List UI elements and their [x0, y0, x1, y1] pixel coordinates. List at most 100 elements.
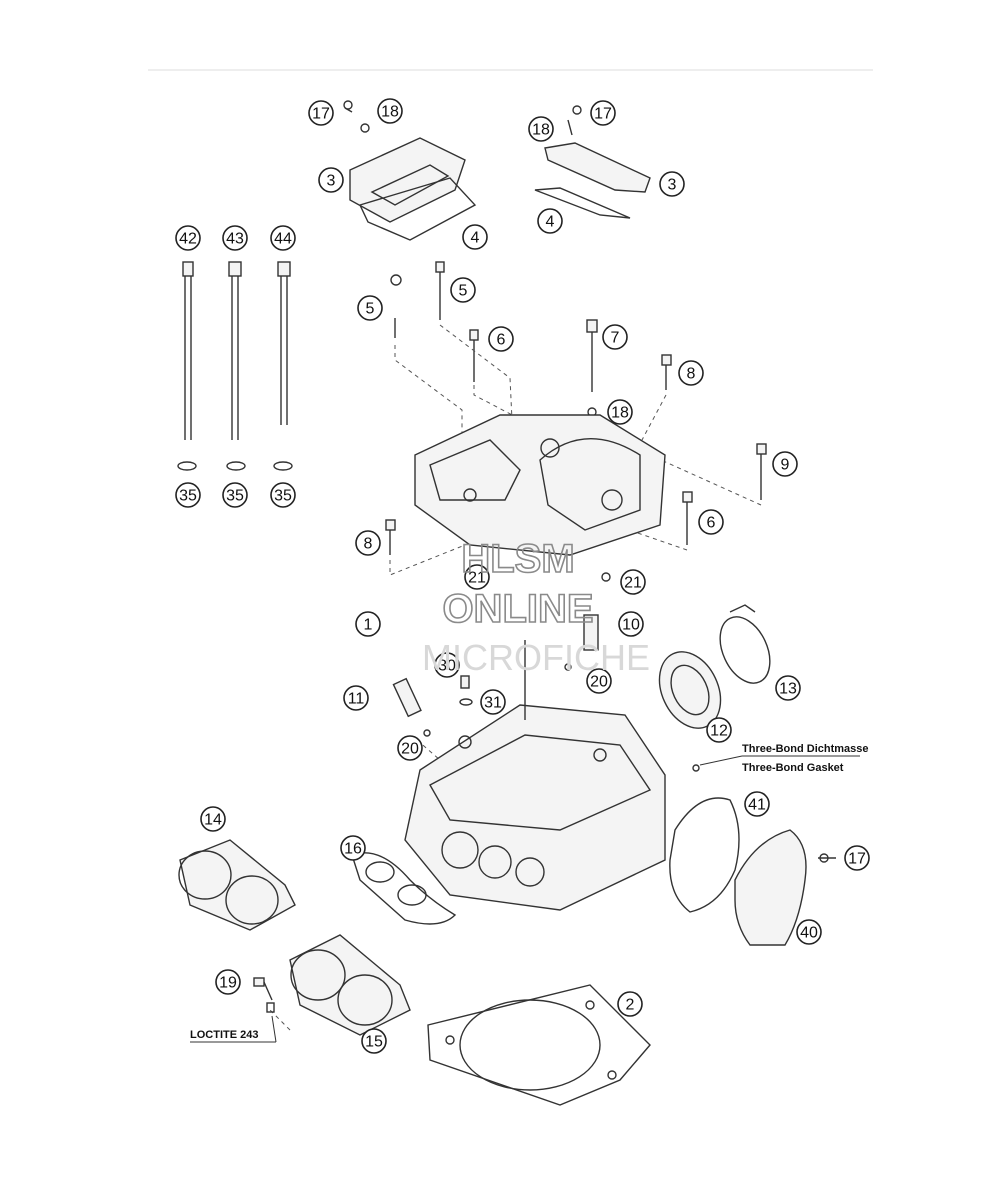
- callout-17: 17: [308, 100, 334, 126]
- head-bolts: [385, 261, 767, 555]
- callout-6: 6: [698, 509, 724, 535]
- callout-circle: [355, 530, 381, 556]
- callout-circle: [397, 735, 423, 761]
- callout-circle: [602, 324, 628, 350]
- callout-circle: [607, 399, 633, 425]
- callout-circle: [357, 295, 383, 321]
- callout-4: 4: [537, 208, 563, 234]
- three-bond-note-en: Three-Bond Gasket: [742, 762, 844, 774]
- callout-circle: [659, 171, 685, 197]
- intake-boot: [658, 604, 771, 729]
- callout-42: 42: [175, 225, 201, 251]
- callout-circle: [464, 564, 490, 590]
- callout-label: 8: [364, 536, 373, 553]
- callout-circle: [270, 482, 296, 508]
- callout-label: 43: [226, 231, 244, 248]
- callout-12: 12: [706, 717, 732, 743]
- callout-label: 35: [179, 488, 197, 505]
- three-bond-leader: [699, 755, 743, 766]
- callout-circle: [340, 835, 366, 861]
- callout-label: 5: [366, 301, 375, 318]
- callout-circle: [586, 668, 612, 694]
- callout-circle: [772, 451, 798, 477]
- callout-9: 9: [772, 451, 798, 477]
- callout-label: 18: [532, 122, 550, 139]
- callout-41: 41: [744, 791, 770, 817]
- callout-label: 21: [468, 570, 486, 587]
- callout-circle: [215, 969, 241, 995]
- valve-cover-right: [534, 105, 651, 219]
- callout-circle: [775, 675, 801, 701]
- callout-4: 4: [462, 224, 488, 250]
- callout-label: 10: [622, 617, 640, 634]
- callout-circle: [308, 100, 334, 126]
- callout-10: 10: [618, 611, 644, 637]
- callout-circle: [200, 806, 226, 832]
- callout-label: 21: [624, 575, 642, 592]
- callout-16: 16: [340, 835, 366, 861]
- callout-label: 35: [274, 488, 292, 505]
- cylinder-studs: [177, 261, 293, 471]
- callout-label: 20: [401, 741, 419, 758]
- callout-30: 30: [434, 652, 460, 678]
- callout-label: 12: [710, 723, 728, 740]
- callout-circle: [480, 689, 506, 715]
- callout-21: 21: [464, 564, 490, 590]
- callout-circle: [222, 482, 248, 508]
- callout-label: 13: [779, 681, 797, 698]
- callout-label: 18: [381, 104, 399, 121]
- callout-circle: [343, 685, 369, 711]
- callout-1: 1: [355, 611, 381, 637]
- callout-3: 3: [318, 167, 344, 193]
- callout-circle: [222, 225, 248, 251]
- callout-35: 35: [270, 482, 296, 508]
- callout-label: 44: [274, 231, 292, 248]
- callout-circle: [488, 326, 514, 352]
- callout-circle: [678, 360, 704, 386]
- callout-label: 6: [707, 515, 716, 532]
- callout-label: 5: [459, 283, 468, 300]
- callout-7: 7: [602, 324, 628, 350]
- callout-circle: [377, 98, 403, 124]
- callout-35: 35: [175, 482, 201, 508]
- callout-label: 4: [546, 214, 555, 231]
- callout-20: 20: [586, 668, 612, 694]
- callout-label: 6: [497, 332, 506, 349]
- callout-14: 14: [200, 806, 226, 832]
- callout-6: 6: [488, 326, 514, 352]
- callout-label: 31: [484, 695, 502, 712]
- callout-15: 15: [361, 1028, 387, 1054]
- callout-40: 40: [796, 919, 822, 945]
- exhaust-flange-14: [178, 839, 296, 931]
- callout-label: 17: [848, 851, 866, 868]
- callout-circle: [796, 919, 822, 945]
- parts-drawings: [177, 100, 860, 1106]
- callout-circle: [844, 845, 870, 871]
- callout-label: 18: [611, 405, 629, 422]
- callout-label: 8: [687, 366, 696, 383]
- watermark-line-1: HLSM: [461, 537, 574, 581]
- side-cover: [669, 764, 836, 946]
- callout-label: 41: [748, 797, 766, 814]
- watermark: HLSM ONLINE MICROFICHE: [422, 536, 650, 678]
- callout-44: 44: [270, 225, 296, 251]
- head-gasket-2: [427, 984, 651, 1106]
- callout-label: 16: [344, 841, 362, 858]
- callout-circle: [175, 482, 201, 508]
- callout-label: 30: [438, 658, 456, 675]
- callout-8: 8: [678, 360, 704, 386]
- callout-5: 5: [450, 277, 476, 303]
- callout-18: 18: [528, 116, 554, 142]
- callout-8: 8: [355, 530, 381, 556]
- callout-17: 17: [590, 100, 616, 126]
- callout-circle: [744, 791, 770, 817]
- watermark-line-2: ONLINE: [442, 587, 593, 631]
- callout-circle: [528, 116, 554, 142]
- callout-20: 20: [397, 735, 423, 761]
- callout-31: 31: [480, 689, 506, 715]
- callout-circle: [361, 1028, 387, 1054]
- callout-circle: [590, 100, 616, 126]
- callout-21: 21: [620, 569, 646, 595]
- callout-circle: [537, 208, 563, 234]
